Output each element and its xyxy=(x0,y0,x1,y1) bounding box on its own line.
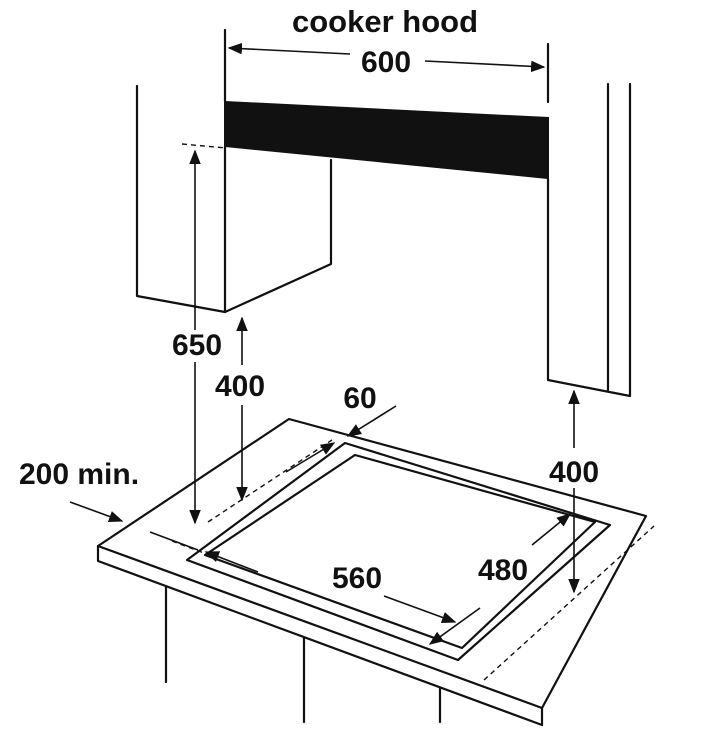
worktop-right-dashed-line xyxy=(483,525,655,681)
side-clearance-line xyxy=(149,531,199,551)
hob-cutout-inner xyxy=(203,453,597,650)
hood-width-arrow-left xyxy=(227,42,351,55)
side-clearance-arrow-left xyxy=(69,501,124,522)
right-wall-cabinet xyxy=(546,82,632,398)
depth-60-inner-arrow xyxy=(285,442,336,473)
hob-cutout-outer xyxy=(185,441,612,662)
cutout-560-arrow-right xyxy=(383,595,457,623)
height-400-left-label: 400 xyxy=(215,370,265,403)
depth-60-label: 60 xyxy=(343,382,376,415)
depth-60-arrow xyxy=(346,405,397,437)
height-650-reference-line xyxy=(181,143,227,149)
cooker-hood-body xyxy=(224,100,549,180)
cutout-480-arrow-up xyxy=(531,513,572,546)
hood-width-label: 600 xyxy=(361,46,411,79)
cutout-480-arrow-down xyxy=(428,607,481,645)
cutout-560-arrow-left xyxy=(204,551,259,573)
hood-width-arrow-right xyxy=(424,60,546,73)
worktop-front-edge xyxy=(96,544,544,727)
height-650-label: 650 xyxy=(172,329,222,362)
side-clearance-label: 200 min. xyxy=(19,458,139,491)
cooker-hood-title: cooker hood xyxy=(292,4,478,39)
worktop-top-surface xyxy=(96,417,648,710)
cutout-480-label: 480 xyxy=(478,554,528,587)
cutout-560-label: 560 xyxy=(332,562,382,595)
height-400-right-label: 400 xyxy=(549,456,599,489)
worktop-rear-dashed-line xyxy=(207,439,333,523)
